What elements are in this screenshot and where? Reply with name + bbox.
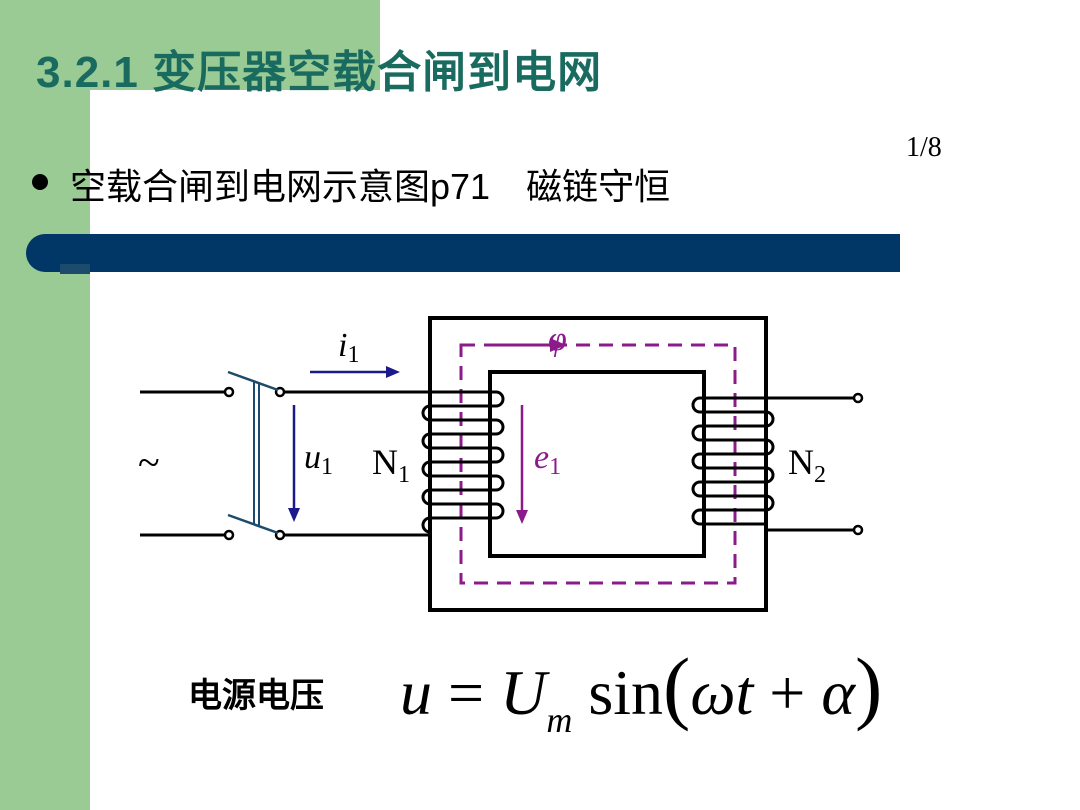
secondary-label: N2: [788, 442, 826, 488]
formula-U: U: [500, 657, 547, 728]
core-outer: [428, 316, 768, 612]
output-terminal: [852, 392, 864, 404]
formula-alpha: α: [821, 657, 855, 728]
green-side-band: [0, 0, 90, 810]
primary-winding: [421, 390, 505, 534]
bullet-dot: [32, 174, 48, 190]
switch-terminal: [223, 529, 235, 541]
green-top-band: [0, 0, 380, 90]
formula-u: u: [400, 657, 432, 728]
formula-t: t: [735, 657, 754, 728]
slide-title: 3.2.1 变压器空载合闸到电网: [36, 48, 603, 97]
formula-close-paren: ): [854, 641, 883, 732]
switch-terminal: [223, 386, 235, 398]
formula-open-paren: (: [663, 641, 691, 732]
formula-sin: sin: [588, 657, 663, 728]
divider-bar: [26, 234, 900, 272]
flux-label: φ: [548, 321, 567, 358]
core-window: [488, 370, 706, 558]
bullet-text: 空载合闸到电网示意图p71 磁链守恒: [70, 166, 671, 207]
formula-label: 电源电压: [188, 677, 324, 715]
current-label: i1: [338, 327, 359, 368]
emf-label: e1: [534, 439, 561, 480]
primary-label: N1: [372, 442, 410, 488]
page-number: 1/8: [906, 132, 942, 163]
ac-source-symbol: ~: [138, 440, 160, 485]
emf-arrow-head: [516, 510, 528, 524]
output-terminal: [852, 524, 864, 536]
flux-path: [459, 343, 737, 585]
flux-arrow-head: [550, 338, 566, 352]
current-arrow-head: [386, 366, 400, 378]
formula-sub-m: m: [546, 700, 573, 740]
secondary-winding: [691, 396, 775, 526]
voltage-formula: u = Um sin(ωt + α): [400, 640, 882, 741]
formula-equals: =: [448, 657, 485, 728]
voltage-arrow-head: [288, 508, 300, 522]
formula-omega: ω: [690, 657, 736, 728]
divider-bar-notch: [60, 264, 90, 274]
voltage-label: u1: [304, 439, 333, 480]
white-top-area: [380, 0, 1080, 95]
formula-plus: +: [769, 657, 806, 728]
